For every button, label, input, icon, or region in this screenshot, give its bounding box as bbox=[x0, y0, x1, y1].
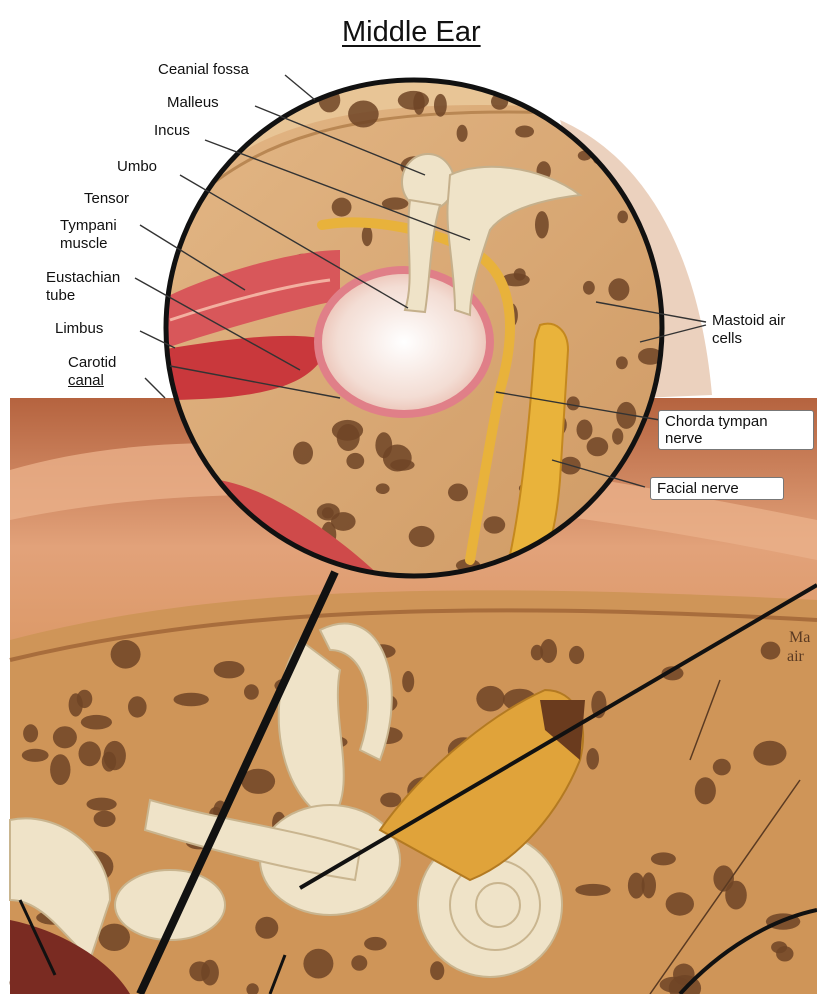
air-cell bbox=[666, 892, 694, 915]
air-cell bbox=[99, 924, 130, 951]
air-cell bbox=[515, 126, 534, 138]
cut-text-mastoid-line1: Ma bbox=[789, 629, 810, 647]
air-cell bbox=[457, 125, 468, 142]
air-cell bbox=[612, 428, 623, 444]
air-cell bbox=[364, 937, 387, 951]
label-tympani-muscle-line1: Tympani bbox=[60, 218, 117, 234]
air-cell bbox=[94, 811, 116, 827]
air-cell bbox=[81, 715, 112, 730]
air-cell bbox=[293, 442, 313, 465]
air-cell bbox=[111, 640, 141, 669]
air-cell bbox=[434, 94, 447, 117]
air-cell bbox=[583, 281, 595, 295]
air-cell bbox=[776, 946, 793, 961]
air-cell bbox=[608, 278, 629, 300]
air-cell bbox=[375, 432, 392, 458]
air-cell bbox=[348, 101, 379, 128]
air-cell bbox=[651, 852, 676, 865]
air-cell bbox=[174, 693, 209, 707]
air-cell bbox=[87, 798, 117, 811]
air-cell bbox=[69, 693, 83, 716]
cut-text-mastoid-line2: air bbox=[787, 648, 804, 666]
label-facial-nerve: Facial nerve bbox=[650, 477, 784, 500]
diagram-title: Middle Ear bbox=[342, 16, 481, 49]
air-cell bbox=[53, 726, 77, 748]
air-cell bbox=[713, 759, 731, 776]
label-limbus: Limbus bbox=[55, 321, 103, 337]
label-incus: Incus bbox=[154, 123, 190, 139]
air-cell bbox=[587, 437, 609, 456]
air-cell bbox=[331, 512, 356, 531]
air-cell bbox=[244, 684, 259, 699]
air-cell bbox=[409, 526, 435, 547]
label-carotid-canal-line1: Carotid bbox=[68, 355, 116, 371]
air-cell bbox=[586, 748, 599, 770]
air-cell bbox=[535, 211, 549, 238]
air-cell bbox=[484, 516, 506, 533]
air-cell bbox=[362, 226, 373, 247]
air-cell bbox=[50, 754, 70, 785]
chorda-line2: nerve bbox=[665, 430, 807, 447]
air-cell bbox=[332, 420, 363, 441]
air-cell bbox=[413, 92, 424, 115]
air-cell bbox=[351, 955, 367, 971]
air-cell bbox=[376, 483, 390, 494]
air-cell bbox=[402, 671, 414, 692]
air-cell bbox=[214, 661, 245, 678]
air-cell bbox=[761, 642, 781, 660]
label-umbo: Umbo bbox=[117, 159, 157, 175]
air-cell bbox=[642, 872, 656, 898]
air-cell bbox=[476, 686, 504, 712]
label-tympani-muscle-line2: muscle bbox=[60, 236, 108, 252]
air-cell bbox=[189, 961, 210, 981]
label-malleus: Malleus bbox=[167, 95, 219, 111]
chorda-line1: Chorda tympan bbox=[665, 413, 807, 430]
air-cell bbox=[322, 507, 334, 518]
air-cell bbox=[575, 884, 610, 896]
air-cell bbox=[725, 881, 747, 910]
air-cell bbox=[332, 198, 352, 217]
label-chorda-tympani-nerve: Chorda tympan nerve bbox=[658, 410, 814, 450]
air-cell bbox=[346, 453, 364, 469]
air-cell bbox=[79, 741, 101, 766]
label-tensor: Tensor bbox=[84, 191, 129, 207]
air-cell bbox=[448, 484, 468, 502]
label-mastoid-air-cells-line1: Mastoid air bbox=[712, 313, 785, 329]
air-cell bbox=[303, 949, 333, 979]
detail-circle bbox=[160, 80, 662, 578]
air-cell bbox=[577, 420, 593, 440]
air-cell bbox=[617, 211, 628, 224]
air-cell bbox=[540, 639, 557, 663]
air-cell bbox=[615, 133, 634, 147]
facial-line: Facial nerve bbox=[657, 480, 777, 497]
label-mastoid-air-cells-line2: cells bbox=[712, 331, 742, 347]
air-cell bbox=[430, 961, 444, 980]
label-ceanial-fossa: Ceanial fossa bbox=[158, 62, 249, 78]
air-cell bbox=[569, 646, 584, 664]
air-cell bbox=[128, 696, 147, 717]
label-eustachian-tube-line2: tube bbox=[46, 288, 75, 304]
air-cell bbox=[695, 777, 716, 804]
air-cell bbox=[616, 356, 628, 369]
air-cell bbox=[596, 96, 618, 111]
air-cell bbox=[104, 741, 126, 770]
air-cell bbox=[23, 724, 38, 742]
air-cell bbox=[567, 396, 580, 410]
label-carotid-canal-line2: canal bbox=[68, 373, 104, 389]
air-cell bbox=[22, 749, 49, 762]
air-cell bbox=[753, 741, 786, 766]
air-cell bbox=[514, 268, 526, 280]
label-eustachian-tube-line1: Eustachian bbox=[46, 270, 120, 286]
air-cell bbox=[255, 917, 278, 939]
